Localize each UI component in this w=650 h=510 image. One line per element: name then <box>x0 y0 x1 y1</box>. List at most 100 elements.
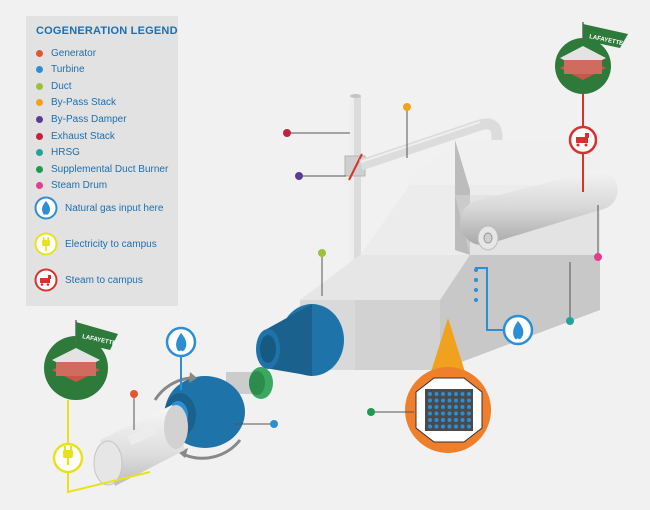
burner-tube <box>454 392 458 396</box>
burner-tube <box>428 418 432 422</box>
gas-input-line <box>474 267 534 346</box>
burner-tube <box>460 392 465 396</box>
burner-tube <box>454 424 458 429</box>
legend-dot <box>36 165 43 173</box>
legend-icon-item: Steam to campus <box>34 268 143 292</box>
burner-tube <box>460 424 465 429</box>
burner-tube-array <box>428 392 471 429</box>
legend-item-label: By-Pass Stack <box>51 97 117 109</box>
legend-item-label: Supplemental Duct Burner <box>51 163 169 175</box>
burner-tube <box>434 392 439 396</box>
legend-item-hrsg: HRSG <box>36 146 80 160</box>
flame-icon <box>34 196 58 220</box>
burner-tube <box>428 392 432 396</box>
burner-tube <box>454 405 458 409</box>
legend-dot <box>36 99 43 107</box>
burner-tube <box>441 418 445 422</box>
steam-drum <box>459 169 618 251</box>
burner-tube <box>447 405 452 409</box>
plug-icon <box>34 232 58 256</box>
burner-tube <box>467 392 471 396</box>
steam-train-icon <box>34 268 58 292</box>
burner-tube <box>447 392 452 396</box>
steam-output-line <box>568 92 598 192</box>
burner-tube <box>434 418 439 422</box>
burner-tube <box>441 411 445 416</box>
legend-item-label: By-Pass Damper <box>51 113 127 125</box>
burner-tube <box>434 398 439 403</box>
legend-dot <box>36 66 43 74</box>
burner-tube <box>441 392 445 396</box>
legend-item-label: Steam Drum <box>51 180 108 192</box>
burner-tube <box>428 398 432 403</box>
callout-dot-by-pass-stack <box>403 103 411 111</box>
duct <box>256 300 355 376</box>
legend-item-duct: Duct <box>36 79 72 93</box>
legend-item-label: HRSG <box>51 147 80 159</box>
legend-item-label: Generator <box>51 47 97 59</box>
coupling <box>226 367 273 399</box>
legend-icon-label: Electricity to campus <box>65 238 157 250</box>
callouts <box>130 103 602 430</box>
burner-tube <box>460 405 465 409</box>
callout-dot-supplemental-duct-burner <box>367 408 375 416</box>
legend-item-generator: Generator <box>36 46 96 60</box>
legend-dot <box>36 182 43 190</box>
legend-item-label: Exhaust Stack <box>51 130 115 142</box>
callout-dot-by-pass-damper <box>295 172 303 180</box>
burner-tube <box>434 424 439 429</box>
burner-tube <box>460 411 465 416</box>
legend-item-supplemental-duct-burner: Supplemental Duct Burner <box>36 162 168 176</box>
burner-tube <box>428 411 432 416</box>
burner-tube <box>454 398 458 403</box>
legend-dot <box>36 82 43 90</box>
electricity-output-line <box>52 400 151 494</box>
callout-dot-exhaust-stack <box>283 129 291 137</box>
legend-icon-item: Electricity to campus <box>34 232 157 256</box>
burner-tube <box>454 411 458 416</box>
legend-item-label: Turbine <box>51 64 85 76</box>
campus-building-left: LAFAYETTE <box>44 320 118 400</box>
burner-tube <box>467 424 471 429</box>
burner-tube <box>460 398 465 403</box>
burner-tube <box>441 424 445 429</box>
burner-tube <box>447 424 452 429</box>
burner-tube <box>428 424 432 429</box>
legend-icon-label: Steam to campus <box>65 274 143 286</box>
legend-item-label: Duct <box>51 80 72 92</box>
legend-dot <box>36 49 43 57</box>
burner-tube <box>460 418 465 422</box>
burner-tube <box>434 411 439 416</box>
generator <box>93 405 188 486</box>
callout-dot-generator <box>130 390 138 398</box>
burner-tube <box>454 418 458 422</box>
burner-tube <box>428 405 432 409</box>
legend-icon-item: Natural gas input here <box>34 196 163 220</box>
legend-item-exhaust-stack: Exhaust Stack <box>36 129 115 143</box>
burner-tube <box>467 398 471 403</box>
burner-tube <box>467 405 471 409</box>
burner-tube <box>447 418 452 422</box>
legend-dot <box>36 115 43 123</box>
burner-tube <box>441 398 445 403</box>
legend-icon-label: Natural gas input here <box>65 202 164 214</box>
callout-dot-steam-drum <box>594 253 602 261</box>
burner-tube <box>441 405 445 409</box>
legend-dot <box>36 149 43 157</box>
burner-tube <box>434 405 439 409</box>
burner-tube <box>447 398 452 403</box>
callout-dot-duct <box>318 249 326 257</box>
burner-tube <box>447 411 452 416</box>
callout-dot-hrsg <box>566 317 574 325</box>
legend-item-by-pass-stack: By-Pass Stack <box>36 96 116 110</box>
legend-title: COGENERATION LEGEND <box>36 25 178 37</box>
duct-burner-detail <box>405 318 491 453</box>
legend-item-turbine: Turbine <box>36 63 85 77</box>
burner-tube <box>467 418 471 422</box>
turbine-gas-input <box>165 326 197 390</box>
legend-item-steam-drum: Steam Drum <box>36 179 107 193</box>
legend-item-by-pass-damper: By-Pass Damper <box>36 112 127 126</box>
burner-tube <box>467 411 471 416</box>
